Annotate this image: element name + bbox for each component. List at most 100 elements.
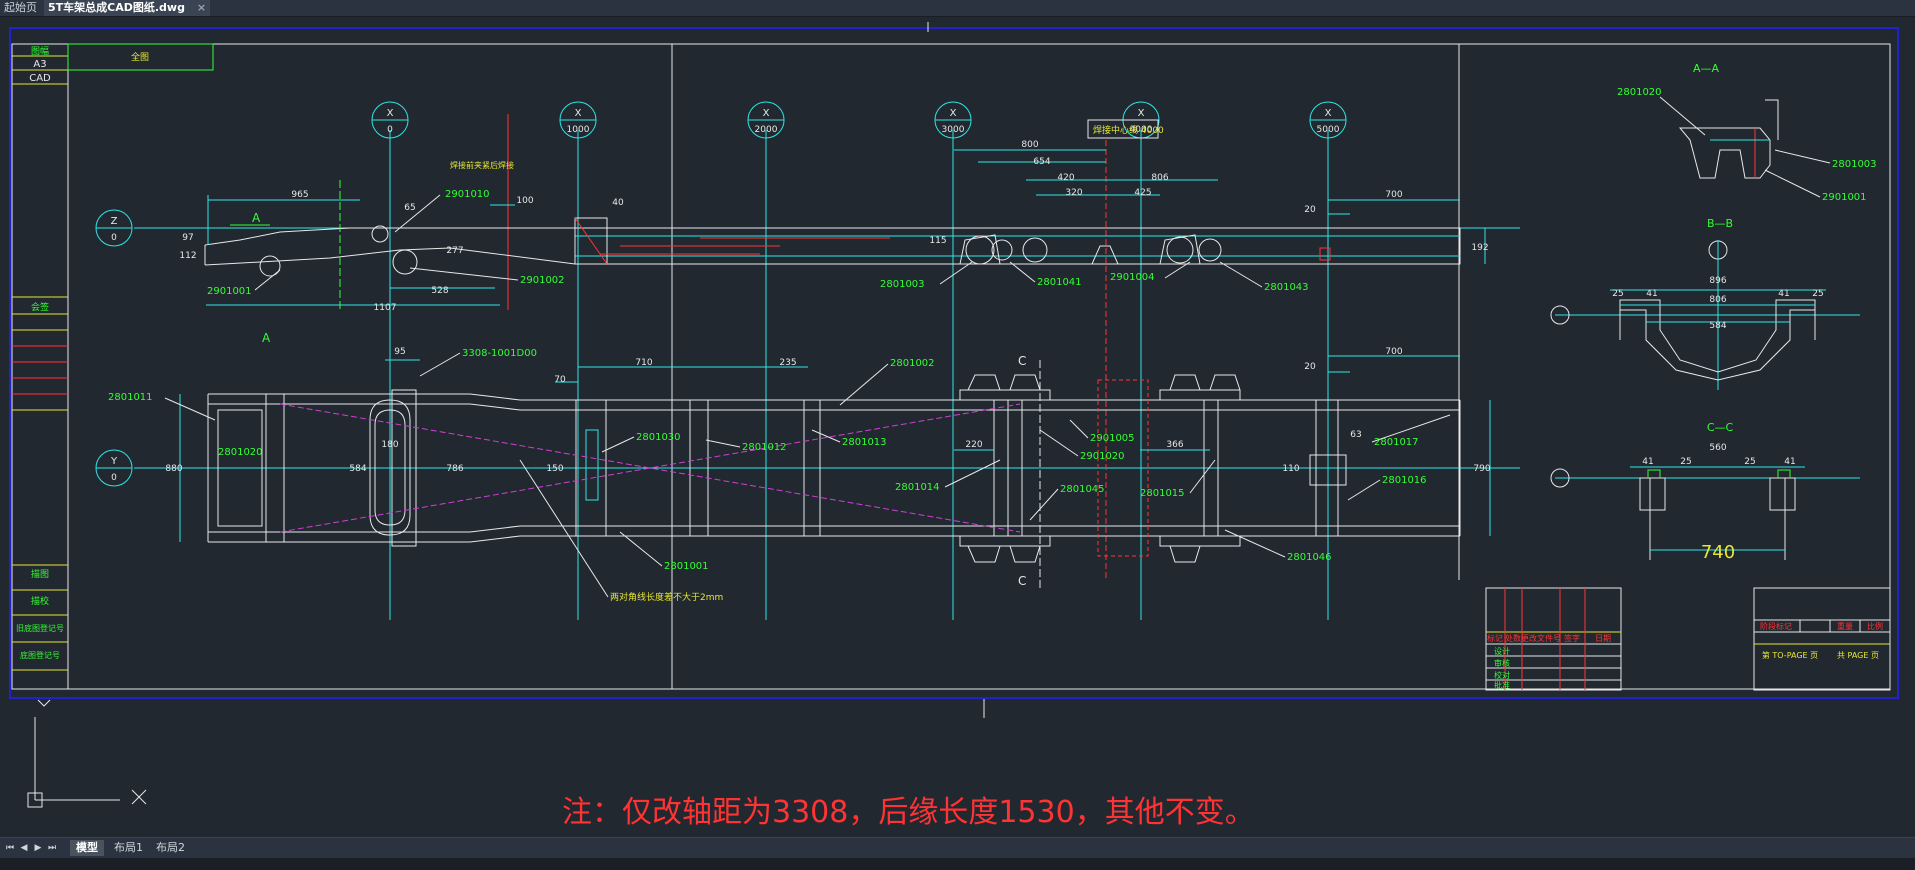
svg-text:40: 40 bbox=[612, 198, 624, 208]
first-layout-icon[interactable]: ⏮ bbox=[5, 843, 15, 853]
svg-text:41: 41 bbox=[1784, 457, 1795, 467]
svg-text:880: 880 bbox=[165, 464, 182, 474]
title-cell: CAD bbox=[29, 73, 51, 84]
weld-note: 焊接前夹紧后焊接 bbox=[450, 160, 514, 170]
svg-text:2000: 2000 bbox=[755, 125, 778, 135]
side-view-dim-text: 965 65 100 40 528 1107 800 654 420 320 8… bbox=[179, 140, 1488, 313]
svg-text:806: 806 bbox=[1709, 295, 1726, 305]
svg-text:比例: 比例 bbox=[1867, 621, 1883, 631]
svg-text:277: 277 bbox=[446, 246, 463, 256]
svg-text:25: 25 bbox=[1812, 289, 1823, 299]
svg-text:41: 41 bbox=[1646, 289, 1657, 299]
svg-text:366: 366 bbox=[1166, 440, 1183, 450]
part-label: 2801013 bbox=[842, 437, 887, 448]
svg-text:790: 790 bbox=[1473, 464, 1490, 474]
svg-text:X: X bbox=[387, 108, 394, 119]
svg-text:41: 41 bbox=[1778, 289, 1789, 299]
svg-text:192: 192 bbox=[1471, 243, 1488, 253]
tab-start-page[interactable]: 起始页 bbox=[0, 0, 41, 16]
svg-text:786: 786 bbox=[446, 464, 463, 474]
section-mark-a: A A bbox=[230, 180, 341, 345]
part-label: 2801003 bbox=[880, 279, 925, 290]
part-label: 2801012 bbox=[742, 442, 787, 453]
tab-layout2[interactable]: 布局2 bbox=[156, 841, 185, 854]
tab-dwg-file[interactable]: 5T车架总成CAD图纸.dwg × bbox=[44, 0, 211, 16]
close-icon[interactable]: × bbox=[196, 1, 207, 14]
plan-view-dimensions bbox=[179, 355, 1491, 542]
part-label: 2901005 bbox=[1090, 433, 1135, 444]
svg-text:0: 0 bbox=[387, 125, 393, 135]
svg-text:0: 0 bbox=[111, 473, 117, 483]
prev-layout-icon[interactable]: ◀ bbox=[20, 843, 28, 853]
svg-text:X: X bbox=[763, 108, 770, 119]
svg-text:110: 110 bbox=[1282, 464, 1299, 474]
part-label: 3308-1001D00 bbox=[462, 348, 537, 359]
section-mark-c: C C bbox=[1018, 354, 1041, 590]
svg-text:X: X bbox=[1325, 108, 1332, 119]
svg-text:425: 425 bbox=[1134, 188, 1151, 198]
svg-text:41: 41 bbox=[1642, 457, 1653, 467]
svg-text:584: 584 bbox=[349, 464, 366, 474]
left-title-strip: 图幅 A3 CAD 全图 会签 描图 描校 旧底图登记号 底图登记号 bbox=[12, 43, 214, 671]
part-label: 2801011 bbox=[108, 392, 153, 403]
section-b-b: B—B 896 806 584 25 41 41 25 bbox=[1550, 217, 1860, 390]
part-label: 2801001 bbox=[664, 561, 709, 572]
tab-model[interactable]: 模型 bbox=[70, 840, 104, 856]
svg-text:25: 25 bbox=[1612, 289, 1623, 299]
svg-text:220: 220 bbox=[965, 440, 982, 450]
svg-text:740: 740 bbox=[1701, 542, 1735, 563]
tab-layout1[interactable]: 布局1 bbox=[114, 841, 143, 854]
svg-text:X: X bbox=[950, 108, 957, 119]
svg-text:20: 20 bbox=[1304, 205, 1316, 215]
part-label: 2801030 bbox=[636, 432, 681, 443]
svg-text:700: 700 bbox=[1385, 347, 1402, 357]
part-label: 2801046 bbox=[1287, 552, 1332, 563]
svg-text:C: C bbox=[1018, 574, 1026, 588]
svg-text:25: 25 bbox=[1680, 457, 1691, 467]
layout-tab-bar: ⏮ ◀ ▶ ⏭ 模型 布局1 布局2 bbox=[0, 837, 1915, 858]
grid-bubble-x2000: X 2000 bbox=[747, 101, 785, 139]
part-label: 2801041 bbox=[1037, 277, 1082, 288]
svg-text:签字: 签字 bbox=[1564, 633, 1580, 643]
svg-text:X: X bbox=[1138, 108, 1145, 119]
side-view-frame bbox=[204, 217, 1461, 277]
title-cell: 描图 bbox=[31, 568, 49, 580]
next-layout-icon[interactable]: ▶ bbox=[34, 843, 42, 853]
svg-text:320: 320 bbox=[1065, 188, 1082, 198]
grid-bubble-x0: X0 bbox=[371, 101, 409, 139]
drawing-frame bbox=[11, 43, 1891, 690]
svg-text:100: 100 bbox=[516, 196, 533, 206]
svg-text:95: 95 bbox=[394, 347, 405, 357]
svg-text:1000: 1000 bbox=[567, 125, 590, 135]
svg-text:阶段标记: 阶段标记 bbox=[1760, 621, 1792, 631]
svg-text:420: 420 bbox=[1057, 173, 1074, 183]
file-tab-bar: 起始页 5T车架总成CAD图纸.dwg × bbox=[0, 0, 1915, 17]
svg-text:重量: 重量 bbox=[1837, 621, 1853, 631]
side-view-leaders bbox=[254, 194, 1263, 291]
last-layout-icon[interactable]: ⏭ bbox=[47, 843, 57, 853]
part-label: 2801002 bbox=[890, 358, 935, 369]
svg-text:112: 112 bbox=[179, 251, 196, 261]
svg-text:115: 115 bbox=[929, 236, 946, 246]
title-cell: A3 bbox=[33, 59, 46, 70]
plan-view-dim-text: 95 70 710 235 700 20 220 366 880 786 584… bbox=[165, 347, 1490, 474]
diagonal-note: 两对角线长度差不大于2mm bbox=[610, 591, 723, 603]
side-view-part-labels: 2901010 2901001 2901002 2801003 2801041 … bbox=[207, 189, 1309, 297]
svg-text:70: 70 bbox=[554, 375, 566, 385]
svg-text:20: 20 bbox=[1304, 362, 1316, 372]
svg-text:日期: 日期 bbox=[1595, 634, 1611, 643]
plan-view-frame bbox=[207, 374, 1461, 563]
svg-text:审核: 审核 bbox=[1494, 658, 1510, 668]
svg-text:896: 896 bbox=[1709, 276, 1726, 286]
svg-text:A: A bbox=[252, 211, 261, 225]
svg-text:235: 235 bbox=[779, 358, 796, 368]
part-label: 2801017 bbox=[1374, 437, 1419, 448]
part-label: 2901001 bbox=[207, 286, 252, 297]
revision-note: 注：仅改轴距为3308，后缘长度1530，其他不变。 bbox=[562, 795, 1255, 830]
part-label: 2801043 bbox=[1264, 282, 1309, 293]
plan-view-leaders bbox=[164, 352, 1451, 567]
